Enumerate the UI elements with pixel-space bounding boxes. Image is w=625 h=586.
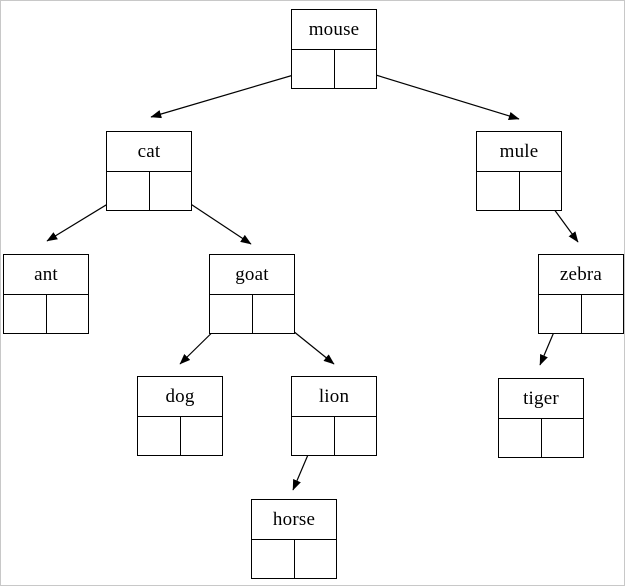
tree-node-pointer-cells: [252, 539, 336, 578]
tree-node-label: zebra: [559, 264, 603, 285]
tree-node-left-pointer-cell: [107, 172, 150, 210]
tree-node-pointer-cells: [292, 49, 376, 88]
tree-node-label: horse: [272, 509, 316, 530]
tree-node-right-pointer-cell: [542, 419, 584, 457]
tree-node-pointer-cells: [4, 294, 88, 333]
tree-edge-mouse-to-mule: [352, 67, 520, 121]
tree-node-label: goat: [235, 264, 269, 285]
tree-node-label: ant: [34, 264, 58, 285]
tree-node-right-pointer-cell: [253, 295, 295, 333]
tree-node-goat[interactable]: goat: [209, 254, 295, 334]
tree-node-cat[interactable]: cat: [106, 131, 192, 211]
tree-node-left-pointer-cell: [292, 417, 335, 455]
tree-node-left-pointer-cell: [499, 419, 542, 457]
tree-node-pointer-cells: [107, 171, 191, 210]
tree-node-right-pointer-cell: [335, 417, 377, 455]
tree-node-left-pointer-cell: [210, 295, 253, 333]
tree-node-label: mule: [499, 141, 539, 162]
tree-node-tiger[interactable]: tiger: [498, 378, 584, 458]
tree-node-right-pointer-cell: [295, 540, 337, 578]
tree-node-right-pointer-cell: [47, 295, 89, 333]
tree-node-right-pointer-cell: [181, 417, 223, 455]
tree-node-ant[interactable]: ant: [3, 254, 89, 334]
tree-node-left-pointer-cell: [138, 417, 181, 455]
tree-node-right-pointer-cell: [582, 295, 624, 333]
tree-node-left-pointer-cell: [477, 172, 520, 210]
tree-node-pointer-cells: [138, 416, 222, 455]
tree-edge-mouse-to-cat: [150, 68, 315, 119]
tree-node-left-pointer-cell: [539, 295, 582, 333]
tree-node-pointer-cells: [539, 294, 623, 333]
tree-node-lion[interactable]: lion: [291, 376, 377, 456]
tree-node-label: dog: [165, 386, 195, 407]
tree-node-right-pointer-cell: [150, 172, 192, 210]
tree-node-left-pointer-cell: [252, 540, 295, 578]
tree-node-left-pointer-cell: [292, 50, 335, 88]
tree-node-right-pointer-cell: [335, 50, 377, 88]
tree-node-pointer-cells: [210, 294, 294, 333]
tree-node-label: mouse: [308, 19, 360, 40]
tree-node-pointer-cells: [499, 418, 583, 457]
tree-node-pointer-cells: [477, 171, 561, 210]
tree-node-label: lion: [318, 386, 350, 407]
tree-node-dog[interactable]: dog: [137, 376, 223, 456]
tree-node-left-pointer-cell: [4, 295, 47, 333]
tree-node-horse[interactable]: horse: [251, 499, 337, 579]
tree-node-label: tiger: [523, 388, 559, 409]
tree-node-zebra[interactable]: zebra: [538, 254, 624, 334]
tree-node-mule[interactable]: mule: [476, 131, 562, 211]
tree-node-label: cat: [137, 141, 161, 162]
tree-node-pointer-cells: [292, 416, 376, 455]
tree-node-mouse[interactable]: mouse: [291, 9, 377, 89]
tree-node-right-pointer-cell: [520, 172, 562, 210]
